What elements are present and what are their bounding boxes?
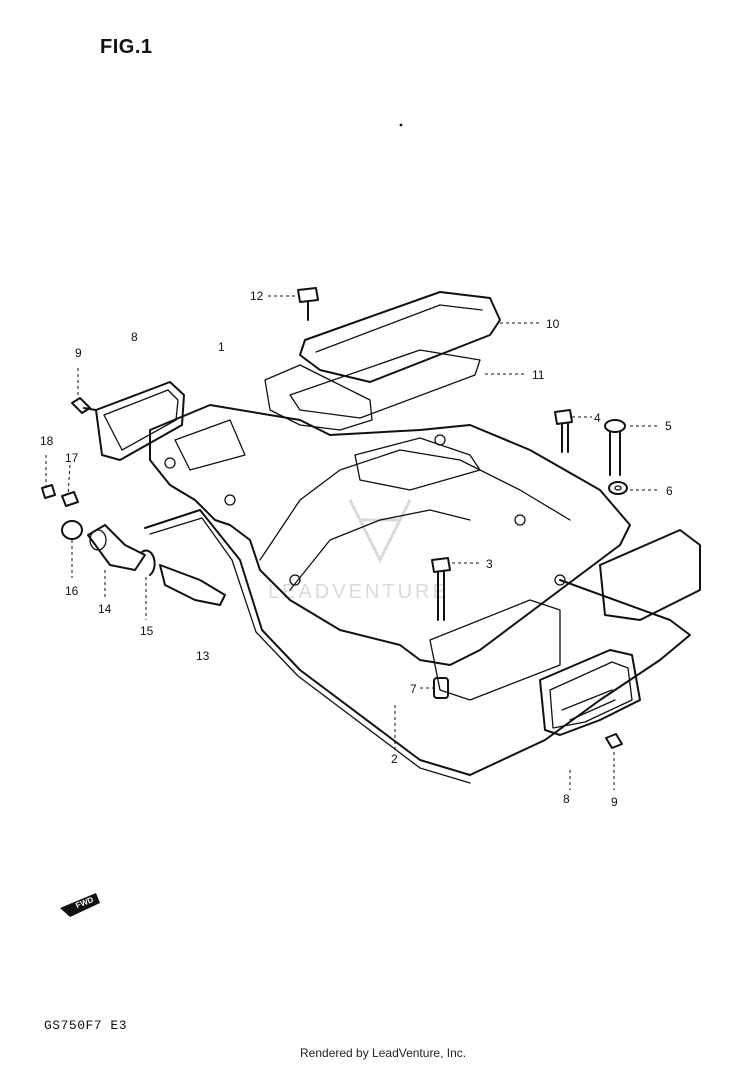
- fitting-13: [159, 564, 226, 606]
- screw-9-left: [71, 397, 97, 414]
- cap-16: [61, 520, 83, 540]
- part-label-1: 1: [218, 340, 225, 354]
- fwd-arrow-icon: FWD: [60, 893, 100, 917]
- part-label-16: 16: [65, 584, 79, 598]
- part-label-5: 5: [665, 419, 672, 433]
- part-label-11: 11: [532, 368, 545, 382]
- figure-title: FIG.1: [100, 36, 153, 58]
- part-label-6: 6: [666, 484, 673, 498]
- part-label-13: 13: [196, 649, 210, 663]
- part-label-17: 17: [65, 451, 79, 465]
- part-label-18: 18: [40, 434, 54, 448]
- part-label-14: 14: [98, 602, 112, 616]
- screw-9-right: [605, 733, 623, 749]
- watermark-logo: LEADVENTURE: [268, 499, 449, 603]
- part-label-9-right: 9: [611, 795, 618, 809]
- o-ring-15: [141, 549, 156, 576]
- plug-14: [87, 524, 146, 571]
- model-code: GS750F7 E3: [44, 1018, 128, 1033]
- breather-cover-gasket: [289, 349, 481, 419]
- washer-6: [608, 481, 628, 495]
- part-label-7: 7: [410, 682, 417, 696]
- part-label-4: 4: [594, 411, 601, 425]
- part-label-9-left: 9: [75, 346, 82, 360]
- rendered-by-credit: Rendered by LeadVenture, Inc.: [300, 1046, 467, 1060]
- bolt-5: [604, 419, 626, 476]
- dowel-7: [433, 677, 449, 699]
- cover-gasket-outline: [144, 509, 691, 776]
- cylinder-head-cover-body: [149, 404, 631, 666]
- watermark-text: LEADVENTURE: [268, 581, 449, 603]
- part-label-2: 2: [391, 752, 398, 766]
- part-label-15: 15: [140, 624, 154, 638]
- bolt-4: [554, 409, 573, 453]
- nut-17: [61, 491, 79, 507]
- end-cap-right: [539, 649, 641, 736]
- part-label-12: 12: [250, 289, 264, 303]
- part-label-10: 10: [546, 317, 560, 331]
- screw-18: [41, 484, 56, 499]
- part-label-8-left: 8: [131, 330, 138, 344]
- breather-cover: [299, 291, 501, 383]
- bolt-12: [297, 287, 319, 321]
- part-label-8-right: 8: [563, 792, 570, 806]
- part-label-3: 3: [486, 557, 493, 571]
- end-cap-left: [95, 381, 185, 461]
- bolt-3: [431, 557, 451, 621]
